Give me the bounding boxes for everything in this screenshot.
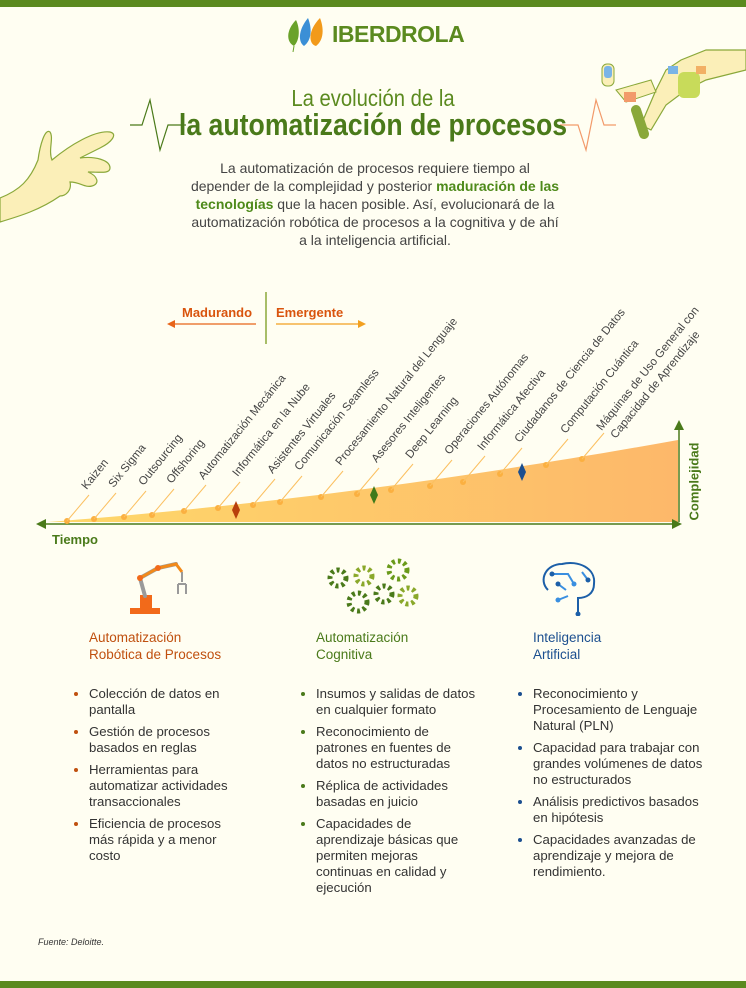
leader-line [356, 467, 380, 495]
brand-name: IBERDROLA [332, 20, 465, 47]
robot-hand-illustration [601, 49, 746, 139]
list-item: Análisis predictivos basados en hipótesi… [518, 794, 713, 826]
title-line-2: la automatización de procesos [178, 107, 568, 142]
iberdrola-logo: IBERDROLA [284, 16, 465, 52]
leader-line [151, 488, 175, 516]
human-hand-illustration [0, 130, 115, 223]
timeline-chart [36, 292, 684, 529]
feature-list: Insumos y salidas de datos en cualquier … [301, 686, 476, 896]
gears-icon [327, 558, 419, 614]
top-bar [0, 0, 746, 7]
leader-line [252, 478, 276, 506]
complexity-area [48, 440, 678, 522]
circuit-brain-icon [542, 562, 596, 616]
list-item: Gestión de procesos basados en reglas [74, 724, 244, 756]
emergente-label: Emergente [276, 305, 344, 320]
title-line: Automatización [89, 630, 182, 645]
madurando-label: Madurando [182, 305, 253, 320]
leader-line [93, 492, 117, 520]
leader-line [320, 470, 344, 498]
leader-line [462, 455, 486, 483]
list-item: Réplica de actividades basadas en juicio [301, 778, 476, 810]
leaf-drops-icon [288, 18, 323, 52]
leader-line [66, 494, 90, 522]
source-note: Fuente: Deloitte. [38, 937, 105, 947]
list-item: Capacidades de aprendizaje básicas que p… [301, 816, 476, 896]
title-line: Robótica de Procesos [89, 647, 222, 662]
bottom-bar [0, 981, 746, 988]
list-item: Reconocimiento y Procesamiento de Lengua… [518, 686, 713, 734]
title-line-1: La evolución de la [291, 85, 455, 111]
title-line: Inteligencia [533, 630, 602, 645]
list-item: Herramientas para automatizar actividade… [74, 762, 244, 810]
leader-line [581, 432, 605, 460]
title-line: Artificial [533, 647, 581, 662]
pulse-line-right [560, 97, 616, 153]
leader-line [183, 484, 207, 512]
title-line: Cognitiva [316, 647, 373, 662]
list-item: Capacidad para trabajar con grandes volú… [518, 740, 713, 788]
stage-marker-diamond [232, 501, 240, 519]
y-axis-label: Complejidad [686, 442, 702, 521]
list-item: Capacidades avanzadas de aprendizaje y m… [518, 832, 713, 880]
intro-highlight: maduración de las tecnologías [195, 178, 560, 212]
leader-line [123, 490, 147, 518]
stage-marker-diamond [518, 463, 526, 481]
list-item: Reconocimiento de patrones en fuentes de… [301, 724, 476, 772]
x-axis-label: Tiempo [52, 532, 98, 547]
leader-line [545, 438, 569, 466]
intro-text: La automatización de procesos requiere t… [190, 160, 530, 194]
leader-line [217, 481, 241, 509]
feature-list: Reconocimiento y Procesamiento de Lengua… [518, 686, 713, 880]
leader-line [390, 463, 414, 491]
list-item: Eficiencia de procesos más rápida y a me… [74, 816, 244, 864]
pulse-line-left [130, 97, 186, 153]
title-line: Automatización [316, 630, 409, 645]
robotic-arm-icon [130, 562, 187, 614]
intro-paragraph: La automatización de procesos requiere t… [190, 159, 560, 249]
list-item: Insumos y salidas de datos en cualquier … [301, 686, 476, 718]
leader-line [429, 459, 453, 487]
intro-text: que la hacen posible. Así, evolucionará … [191, 196, 559, 248]
leader-line [499, 447, 523, 475]
list-item: Colección de datos en pantalla [74, 686, 244, 718]
stage-marker-diamond [370, 486, 378, 504]
leader-line [279, 475, 303, 503]
